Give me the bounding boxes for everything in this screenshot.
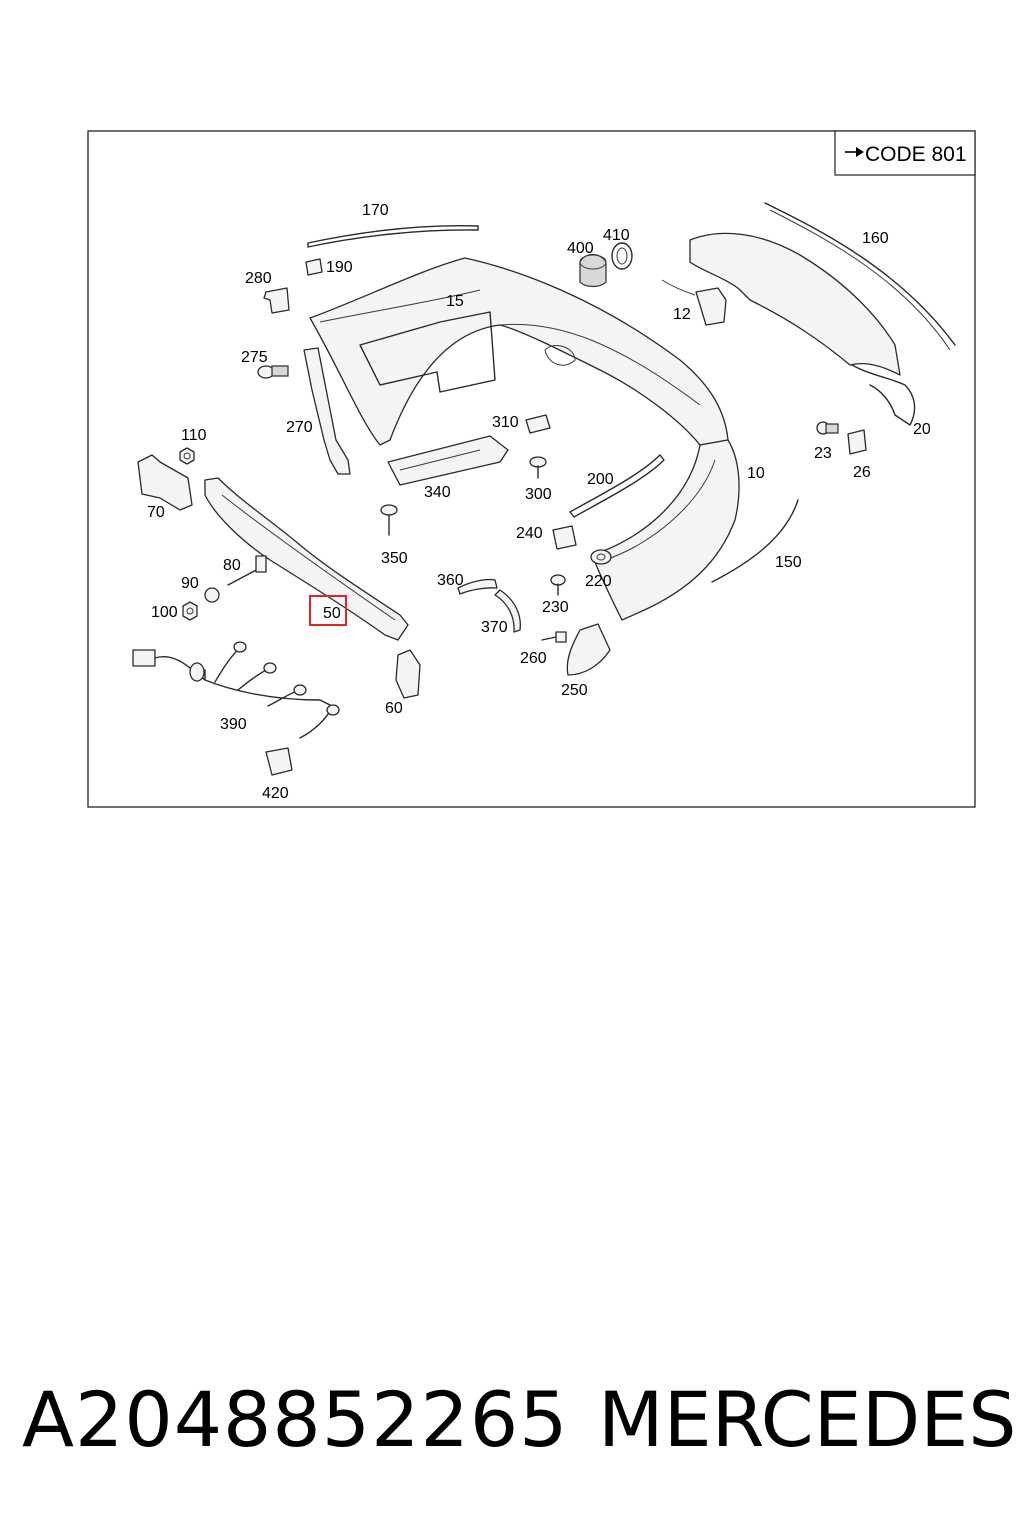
callout-270: 270: [286, 419, 313, 436]
callout-110: 110: [181, 427, 207, 444]
footer: A2048852265 MERCEDES: [0, 1370, 1024, 1470]
callout-50: 50: [323, 605, 341, 622]
push-pin-275: [257, 365, 289, 379]
ring-410: [611, 242, 633, 270]
callout-410: 410: [603, 227, 630, 244]
screw-350: [380, 504, 398, 536]
highlight-box-50: [309, 595, 347, 626]
clip-190: [305, 258, 323, 276]
screw-260: [541, 631, 567, 643]
callout-60: 60: [385, 700, 403, 717]
diffuser-160: [689, 202, 956, 426]
bracket-60: [395, 649, 421, 699]
callout-12: 12: [673, 306, 691, 323]
callout-340: 340: [424, 484, 451, 501]
callout-250: 250: [561, 682, 588, 699]
bracket-270: [303, 347, 351, 475]
screw-300: [529, 456, 547, 479]
callout-260: 260: [520, 650, 547, 667]
nut-110: [179, 447, 195, 465]
bolt-23: [816, 421, 839, 435]
washer-90: [204, 587, 220, 603]
callout-70: 70: [147, 504, 165, 521]
callout-275: 275: [241, 349, 268, 366]
callout-220: 220: [585, 573, 612, 590]
callout-90: 90: [181, 575, 199, 592]
flap-250: [566, 623, 611, 676]
stud-80: [227, 555, 267, 586]
bracket-280: [263, 287, 290, 314]
callout-310: 310: [492, 414, 519, 431]
side-bracket-70: [137, 454, 193, 511]
grommet-220: [590, 549, 612, 565]
callout-230: 230: [542, 599, 569, 616]
callout-150: 150: [775, 554, 802, 571]
callout-15: 15: [446, 293, 464, 310]
diagram-frame: [87, 130, 976, 808]
wire-harness-390: [132, 641, 340, 739]
screw-230: [550, 574, 566, 596]
brand-name: MERCEDES: [598, 1375, 1017, 1464]
callout-300: 300: [525, 486, 552, 503]
strip-200: [569, 454, 665, 518]
callout-350: 350: [381, 550, 408, 567]
bracket-12: [661, 279, 727, 326]
callout-390: 390: [220, 716, 247, 733]
callout-190: 190: [326, 259, 353, 276]
callout-10: 10: [747, 465, 765, 482]
trim-360: [457, 578, 498, 595]
callout-360: 360: [437, 572, 464, 589]
clip-420: [265, 747, 293, 776]
callout-100: 100: [151, 604, 178, 621]
callout-170: 170: [362, 202, 389, 219]
trim-strip-170: [307, 225, 479, 248]
callout-23: 23: [814, 445, 832, 462]
code-801-box: CODE 801: [834, 130, 976, 176]
callout-280: 280: [245, 270, 272, 287]
callout-26: 26: [853, 464, 871, 481]
mounting-rail-50: [204, 477, 409, 641]
callout-200: 200: [587, 471, 614, 488]
part-number: A2048852265: [22, 1375, 569, 1464]
lower-trim-340: [387, 435, 509, 486]
trim-370: [494, 589, 521, 633]
strip-150: [711, 499, 799, 583]
clip-26: [847, 429, 867, 455]
bumper-10: [591, 439, 740, 621]
callout-400: 400: [567, 240, 594, 257]
clip-240: [552, 525, 577, 550]
callout-370: 370: [481, 619, 508, 636]
callout-20: 20: [913, 421, 931, 438]
sensor-400: [579, 253, 607, 288]
callout-420: 420: [262, 785, 289, 802]
right-arrow-icon: [845, 147, 864, 157]
code-label: CODE 801: [865, 143, 967, 166]
callout-80: 80: [223, 557, 241, 574]
nut-100: [182, 601, 198, 621]
callout-240: 240: [516, 525, 543, 542]
clip-310: [525, 414, 551, 434]
callout-160: 160: [862, 230, 889, 247]
bumper-cover-15: [309, 257, 729, 446]
